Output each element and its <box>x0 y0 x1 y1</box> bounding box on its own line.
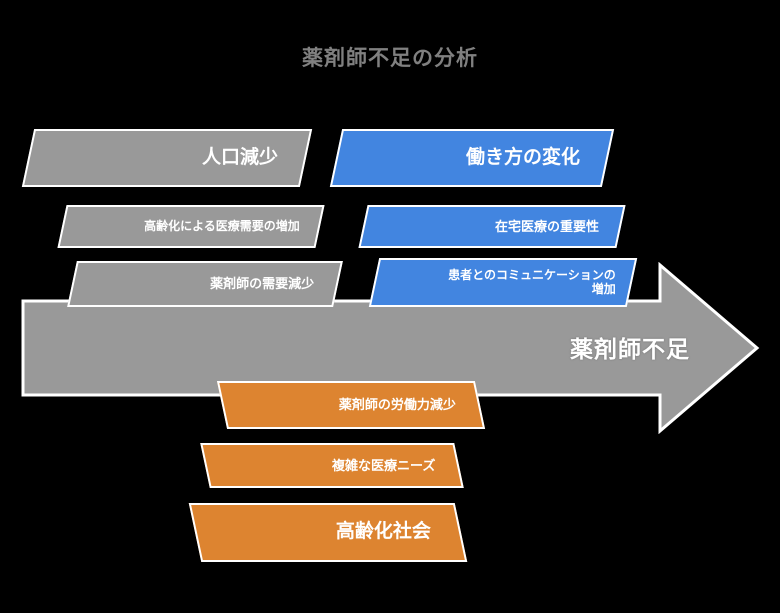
card-home-care-importance-label: 在宅医療の重要性 <box>494 218 600 234</box>
card-aging-medical-demand[interactable]: 高齢化による医療需要の増加 <box>57 205 325 248</box>
card-complex-medical-needs-label: 複雑な医療ニーズ <box>331 457 435 473</box>
card-aging-society-label: 高齢化社会 <box>335 521 431 543</box>
card-complex-medical-needs[interactable]: 複雑な医療ニーズ <box>200 443 464 488</box>
card-aging-society[interactable]: 高齢化社会 <box>188 503 468 562</box>
card-patient-communication[interactable]: 患者とのコミュニケーションの 増加 <box>368 258 638 307</box>
card-work-style-change[interactable]: 働き方の変化 <box>329 129 615 187</box>
card-pharmacist-workforce-decline[interactable]: 薬剤師の労働力減少 <box>216 381 486 429</box>
card-aging-medical-demand-label: 高齢化による医療需要の増加 <box>144 219 300 234</box>
card-population-decline[interactable]: 人口減少 <box>21 129 313 187</box>
main-arrow-label: 薬剤師不足 <box>570 336 690 362</box>
card-work-style-change-label: 働き方の変化 <box>465 146 580 168</box>
card-home-care-importance[interactable]: 在宅医療の重要性 <box>358 205 626 248</box>
page-title: 薬剤師不足の分析 <box>302 47 478 70</box>
card-pharmacist-workforce-decline-label: 薬剤師の労働力減少 <box>338 397 456 413</box>
card-patient-communication-label: 患者とのコミュニケーションの 増加 <box>448 268 616 297</box>
card-pharmacist-demand-decline[interactable]: 薬剤師の需要減少 <box>67 261 343 307</box>
card-pharmacist-demand-decline-label: 薬剤師の需要減少 <box>209 276 315 292</box>
card-population-decline-label: 人口減少 <box>201 146 278 168</box>
